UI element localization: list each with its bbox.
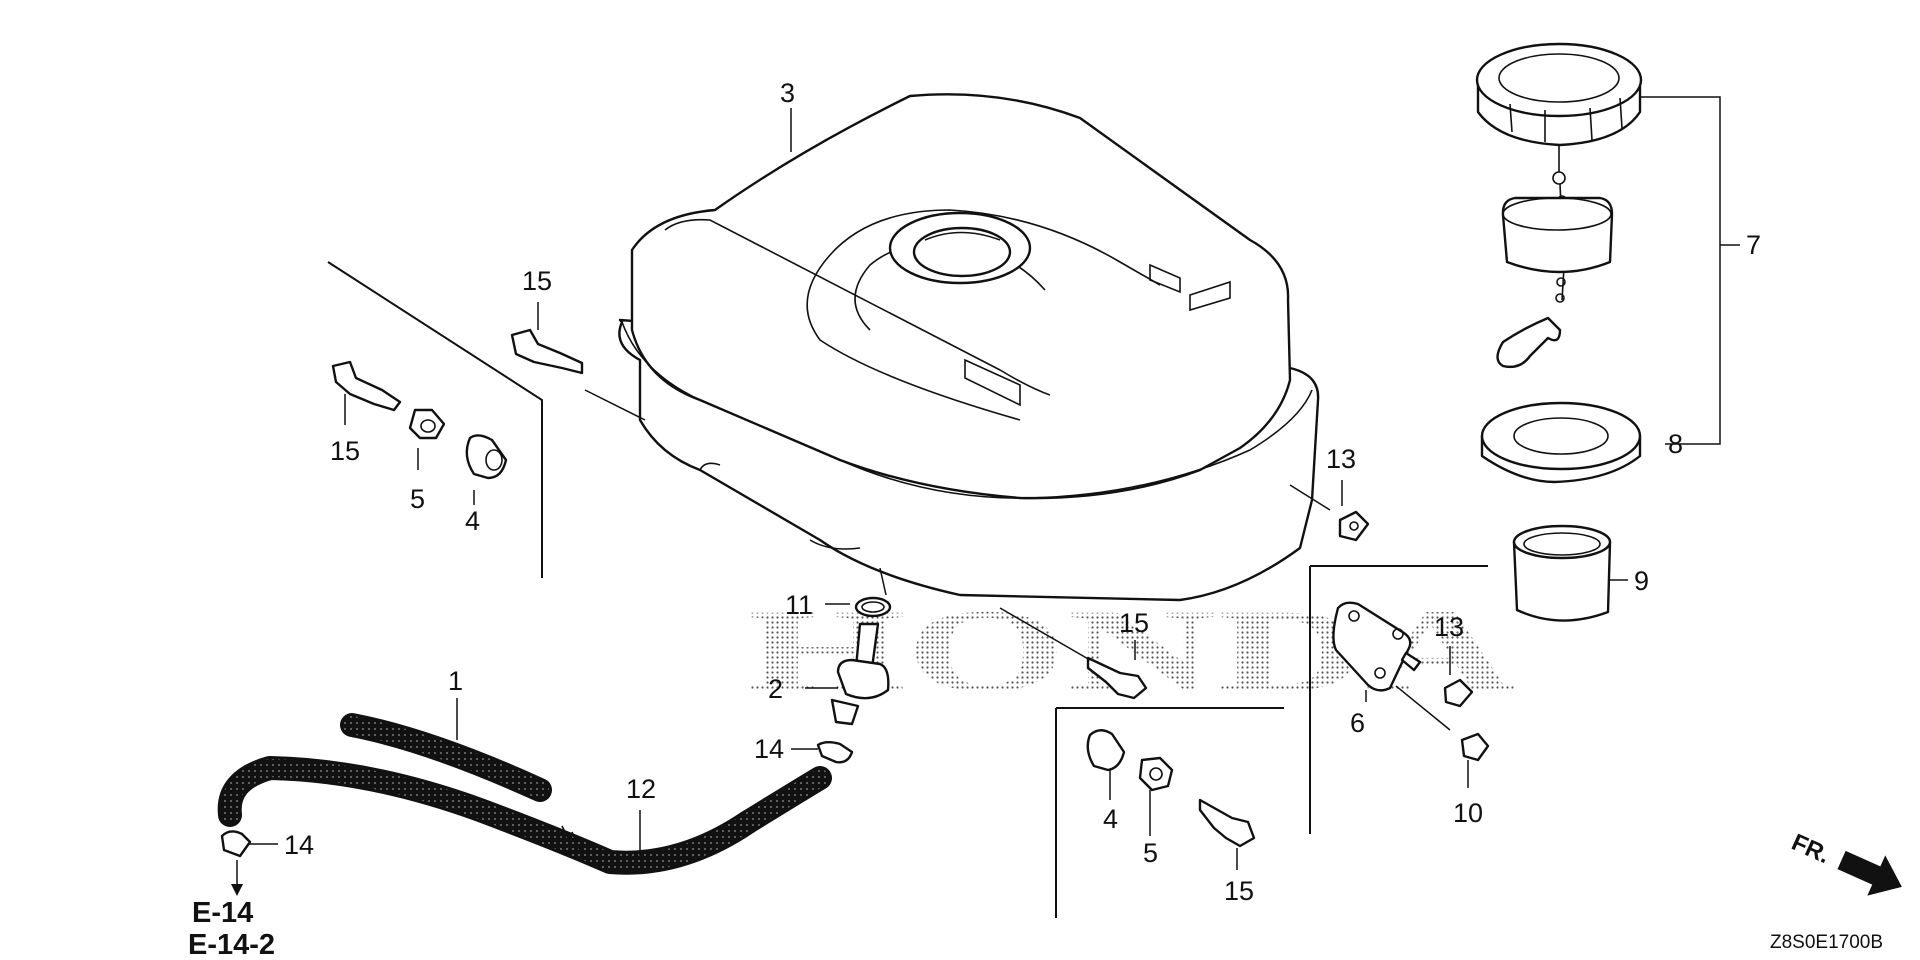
callout-5-bottom: 5	[1143, 838, 1158, 868]
callout-3: 3	[780, 78, 795, 108]
flange-bolts	[331, 328, 1256, 848]
front-arrow-icon	[1837, 850, 1902, 896]
grommets-collars	[408, 408, 1174, 792]
callout-15-mid: 15	[1119, 608, 1149, 638]
front-indicator: FR.	[1788, 829, 1902, 896]
part-callouts: 3 15 15 5 4 7 8 9 13 13 6 10 11 15 2 14 …	[284, 78, 1761, 906]
callout-15-left: 15	[330, 436, 360, 466]
fuel-tank	[618, 93, 1320, 602]
callout-10: 10	[1453, 798, 1483, 828]
callout-5-left: 5	[410, 484, 425, 514]
callout-12: 12	[626, 774, 656, 804]
callout-13-right: 13	[1434, 612, 1464, 642]
section-dividers	[327, 261, 1488, 918]
leader-lines	[231, 96, 1740, 896]
fuel-valve-assembly	[220, 596, 892, 858]
diagram-code: Z8S0E1700B	[1770, 932, 1883, 953]
reference-e14: E-14	[192, 897, 253, 929]
callout-9: 9	[1634, 566, 1649, 596]
fuel-cap	[1475, 42, 1643, 369]
callout-4-bottom: 4	[1103, 804, 1118, 834]
callout-1: 1	[448, 666, 463, 696]
fuel-tubes	[217, 713, 832, 875]
fuel-strainer	[1512, 524, 1612, 622]
callout-11: 11	[785, 590, 813, 620]
callout-7: 7	[1746, 230, 1761, 260]
callout-8: 8	[1668, 429, 1683, 459]
callout-15-top: 15	[522, 266, 552, 296]
callout-2: 2	[768, 674, 783, 704]
flange-nuts	[1338, 510, 1370, 542]
callout-14-valve: 14	[754, 734, 784, 764]
front-label: FR.	[1788, 829, 1834, 869]
reference-e14-2: E-14-2	[188, 929, 275, 960]
callout-4-left: 4	[465, 506, 480, 536]
callout-6: 6	[1350, 708, 1365, 738]
callout-14-left: 14	[284, 830, 314, 860]
callout-13-top: 13	[1326, 444, 1356, 474]
callout-15-bottom: 15	[1224, 876, 1254, 906]
cap-gasket	[1480, 401, 1642, 484]
tank-bracket	[1332, 601, 1490, 762]
